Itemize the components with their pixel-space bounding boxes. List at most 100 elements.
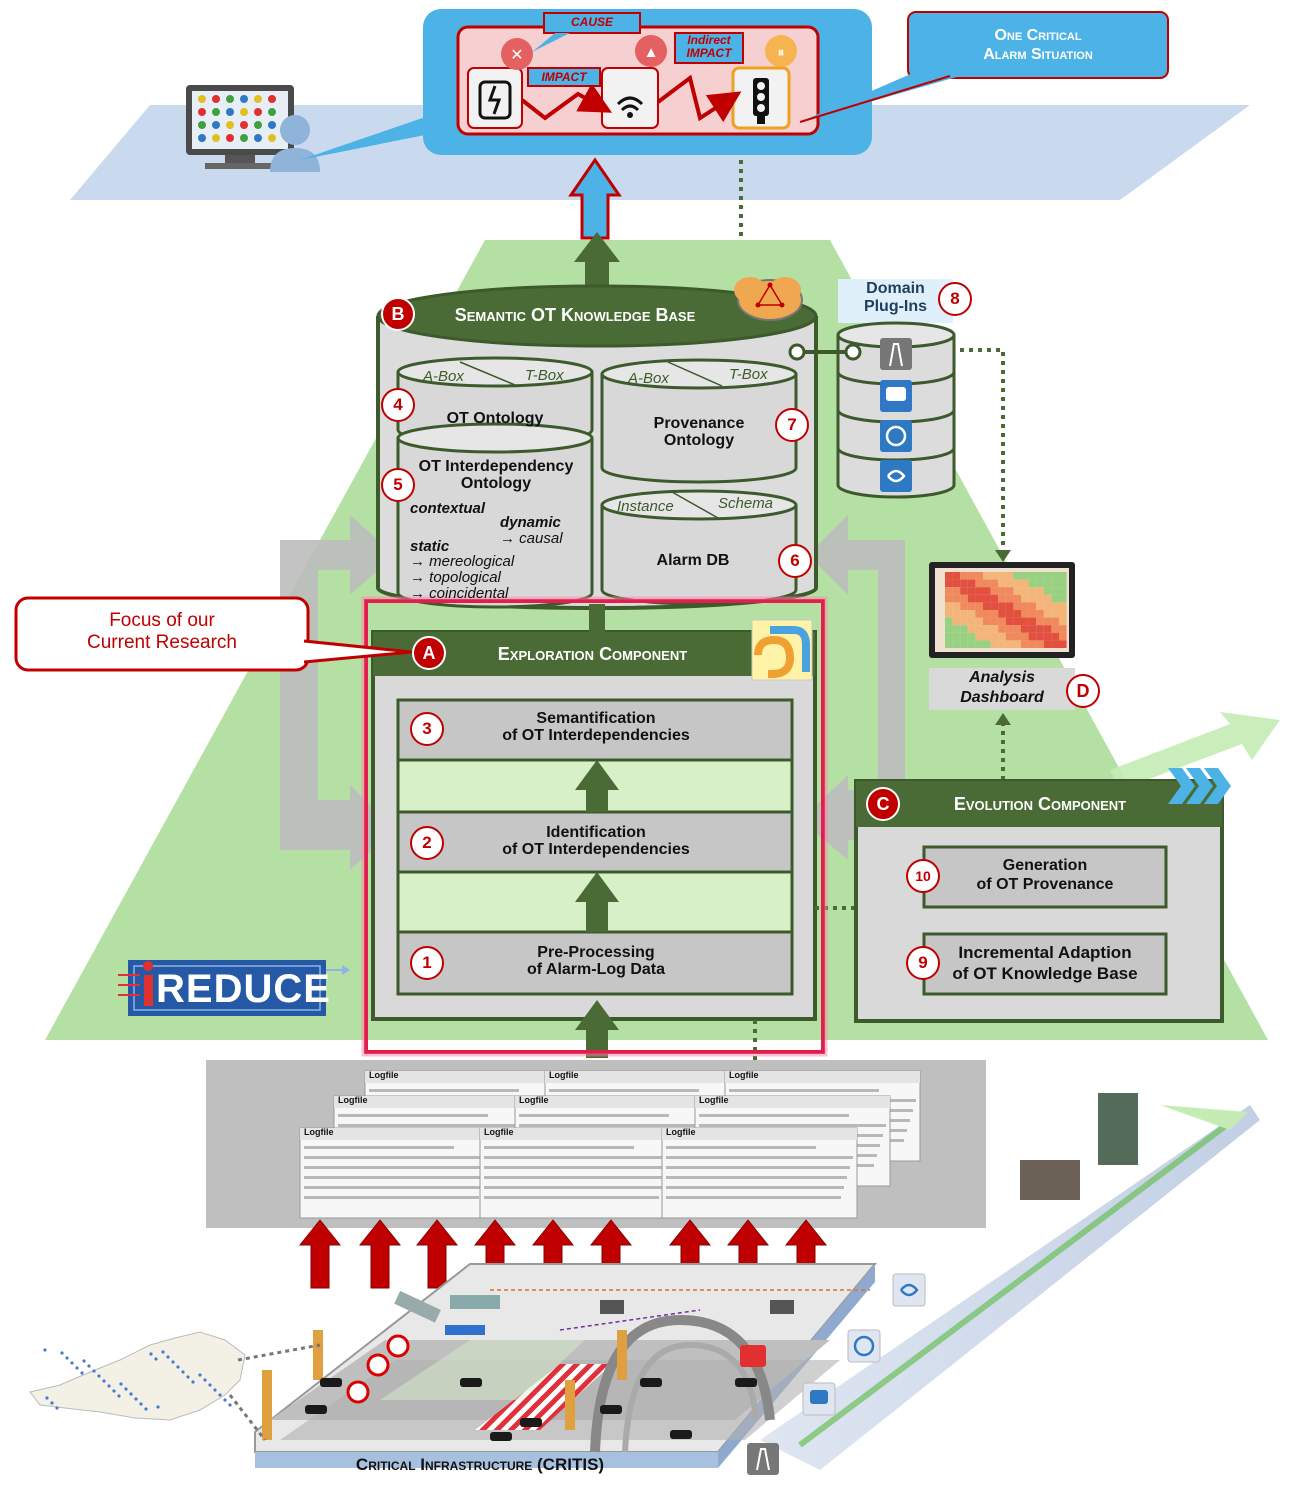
car-icon (320, 1378, 342, 1387)
step-9-line2: of OT Knowledge Base (952, 964, 1138, 983)
pause-status-icon (765, 35, 797, 67)
interdependency-label: OT Interdependency Ontology (400, 458, 592, 492)
logfile-header: Logfile (666, 1127, 696, 1137)
mereological-label: → mereological (410, 553, 515, 570)
logfile-header: Logfile (338, 1095, 368, 1105)
plugins-label: Domain Plug-Ins (838, 280, 953, 316)
field-photo-2 (1020, 1160, 1080, 1200)
logfile-header: Logfile (519, 1095, 549, 1105)
logfile-header: Logfile (484, 1127, 514, 1137)
critis-highway-icon (747, 1443, 779, 1475)
car-icon (460, 1378, 482, 1387)
logfile-header: Logfile (369, 1070, 399, 1080)
right-loop-arrow (800, 515, 905, 860)
exploration-title: Exploration Component (497, 644, 688, 664)
car-icon (305, 1405, 327, 1414)
step-incremental-adaption (922, 932, 1168, 996)
car-icon (490, 1432, 512, 1441)
critis-label: Critical Infrastructure (CRITIS) (355, 1455, 605, 1474)
marker-7: 7 (775, 408, 809, 442)
dashboard-line2: Dashboard (960, 689, 1044, 706)
impact-arrow (520, 83, 613, 121)
evolution-title: Evolution Component (953, 794, 1127, 814)
provenance-line1: Provenance (653, 415, 745, 432)
error-status-icon (501, 38, 533, 70)
marker-5: 5 (381, 468, 415, 502)
marker-a: A (412, 636, 446, 670)
step-identification (396, 810, 794, 874)
indirect-line2: IMPACT (686, 46, 732, 60)
alarm-callout-line2: Alarm Situation (983, 46, 1093, 63)
ot-tbox-label: T-Box (525, 367, 564, 384)
ireduce-logo-text: REDUCE (156, 967, 331, 1011)
critis-utility-icon (892, 1273, 926, 1307)
contextual-label: contextual (410, 500, 486, 517)
step-semantification (396, 698, 794, 762)
marker-1: 1 (410, 946, 444, 980)
marker-2: 2 (410, 826, 444, 860)
step-1-line2: of Alarm-Log Data (526, 961, 666, 978)
step-3-line2: of OT Interdependencies (502, 727, 690, 744)
logfile-document (479, 1127, 676, 1219)
knowledge-base-title: Semantic OT Knowledge Base (454, 305, 696, 325)
focus-line1: Focus of our (109, 610, 215, 631)
ot-ontology-label: OT Ontology (446, 410, 544, 427)
cause-label: CAUSE (570, 15, 613, 29)
step-2-line1: Identification (546, 824, 646, 841)
step-9-line1: Incremental Adaption (958, 943, 1132, 962)
car-icon (520, 1418, 542, 1427)
domain-plugins-stack (836, 279, 956, 499)
alarm-situation-callout (907, 11, 1169, 79)
data-flow-arrow (415, 1219, 459, 1289)
marker-c: C (866, 787, 900, 821)
up-arrow-blue (568, 157, 622, 240)
provenance-line2: Ontology (663, 432, 735, 449)
instance-label: Instance (617, 498, 674, 515)
step-10-text: Generation of OT Provenance (935, 856, 1155, 894)
plugins-line1: Domain (866, 280, 925, 297)
knowledge-cloud-icon (734, 277, 803, 321)
step-1-line1: Pre-Processing (537, 944, 655, 961)
marker-3: 3 (410, 712, 444, 746)
utility-icon (880, 460, 912, 492)
marker-d: D (1066, 674, 1100, 708)
logfile-header: Logfile (729, 1070, 759, 1080)
data-flow-arrow (298, 1219, 342, 1289)
ireduce-logo (118, 960, 350, 1016)
car-icon (640, 1378, 662, 1387)
logfile-header: Logfile (549, 1070, 579, 1080)
step-3-line1: Semantification (536, 710, 656, 727)
step-10-line1: Generation (1002, 857, 1088, 874)
alarm-callout-line1: One Critical (994, 27, 1082, 44)
step-2-line2: of OT Interdependencies (502, 841, 690, 858)
dynamic-label: dynamic (500, 514, 561, 531)
data-flow-arrow (358, 1219, 402, 1289)
marker-b: B (381, 297, 415, 331)
evolution-chevron-icon (1168, 768, 1231, 804)
indirect-impact-arrow (656, 74, 742, 123)
car-icon (735, 1378, 757, 1387)
field-photo-1 (1098, 1093, 1138, 1165)
critis-power-icon (847, 1329, 881, 1363)
marker-10: 10 (906, 859, 940, 893)
focus-callout (14, 596, 310, 672)
indirect-line1: Indirect (687, 33, 731, 47)
warning-status-icon (635, 35, 667, 67)
plugins-line2: Plug-Ins (863, 298, 928, 315)
alarm-db-cylinder (600, 489, 798, 606)
indirect-impact-label: Indirect IMPACT (675, 34, 743, 60)
provenance-ontology-cylinder (600, 358, 798, 484)
provenance-label: Provenance Ontology (620, 415, 778, 449)
schema-label: Schema (718, 495, 774, 512)
static-label: static (410, 538, 450, 555)
focus-callout-text: Focus of our Current Research (16, 610, 308, 654)
causal-label: → causal (500, 530, 563, 547)
step-2-text: Identification of OT Interdependencies (440, 824, 752, 858)
car-icon (600, 1405, 622, 1414)
alarm-db-label: Alarm DB (656, 552, 730, 569)
logfile-header: Logfile (304, 1127, 334, 1137)
alarm-callout-text: One Critical Alarm Situation (908, 26, 1168, 64)
focus-frame (364, 599, 825, 1054)
svg-text:✕: ✕ (510, 47, 523, 64)
analysis-dashboard-screen (929, 562, 1075, 710)
